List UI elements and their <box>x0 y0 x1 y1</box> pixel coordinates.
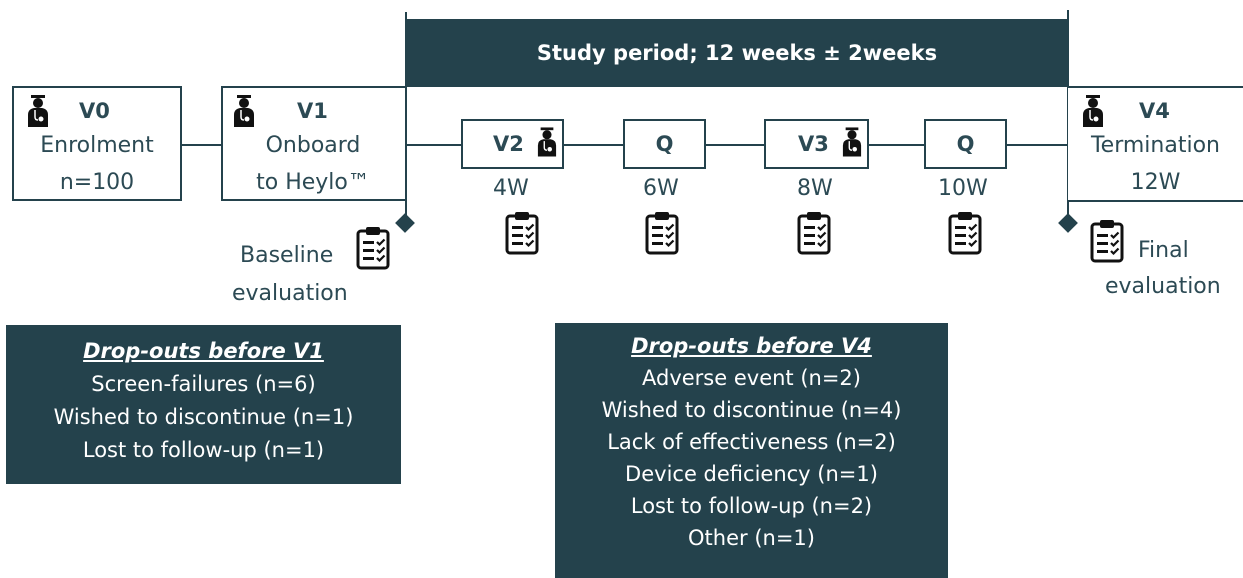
dropouts-v1-panel: Drop-outs before V1 Screen-failures (n=6… <box>6 325 401 484</box>
dropouts-v4-item: Wished to discontinue (n=4) <box>601 398 902 422</box>
dropouts-v4-item: Device deficiency (n=1) <box>625 462 878 486</box>
final-evaluation-label: Final <box>1138 238 1189 263</box>
timeline-connector <box>1006 144 1068 146</box>
clipboard-checklist-icon <box>505 212 539 255</box>
dropouts-v4-item: Other (n=1) <box>688 526 815 550</box>
dropouts-v4-title: Drop-outs before V4 <box>631 334 872 358</box>
dropouts-v1-item: Lost to follow-up (n=1) <box>82 438 325 462</box>
visit-label: to Heylo™ <box>256 170 370 195</box>
clipboard-checklist-icon <box>645 212 679 255</box>
clipboard-checklist-icon <box>356 227 390 270</box>
visit-week: 8W <box>797 176 833 201</box>
dropouts-v4-item: Lost to follow-up (n=2) <box>630 494 873 518</box>
visit-code: V2 <box>493 132 524 156</box>
clipboard-checklist-icon <box>948 212 982 255</box>
questionnaire-box: Q <box>623 119 706 169</box>
dropouts-v1-item: Wished to discontinue (n=1) <box>53 405 354 429</box>
visit-v1-box: V1 Onboard to Heylo™ <box>221 86 407 201</box>
timeline-connector <box>705 144 765 146</box>
visit-week: 6W <box>643 176 679 201</box>
dropouts-v1-item: Screen-failures (n=6) <box>91 372 316 396</box>
dropouts-v4-panel: Drop-outs before V4 Adverse event (n=2) … <box>555 323 948 578</box>
visit-code: Q <box>956 132 975 156</box>
visit-week: 10W <box>938 176 988 201</box>
visit-code: V3 <box>798 132 829 156</box>
doctor-icon <box>28 95 48 127</box>
visit-code: Q <box>655 132 674 156</box>
visit-label: Enrolment <box>40 133 154 158</box>
doctor-icon <box>1083 95 1103 127</box>
visit-v3-box: V3 <box>764 119 869 169</box>
visit-v2-box: V2 <box>461 119 564 169</box>
visit-label: Onboard <box>265 133 361 158</box>
visit-label: 12W <box>1130 170 1181 195</box>
timeline-connector <box>406 144 462 146</box>
dropouts-v1-title: Drop-outs before V1 <box>83 339 324 363</box>
visit-code: V1 <box>297 99 328 123</box>
doctor-icon <box>234 95 254 127</box>
dropouts-v4-item: Lack of effectiveness (n=2) <box>607 430 896 454</box>
final-milestone-marker <box>1058 213 1078 233</box>
study-period-banner: Study period; 12 weeks ± 2weeks <box>406 19 1068 87</box>
clipboard-checklist-icon <box>1090 220 1124 263</box>
visit-code: V0 <box>79 99 110 123</box>
visit-v4-box: V4 Termination 12W <box>1068 86 1243 202</box>
visit-label: n=100 <box>59 170 135 195</box>
timeline-connector <box>563 144 624 146</box>
visit-label: Termination <box>1090 133 1220 158</box>
visit-week: 4W <box>493 176 529 201</box>
dropouts-v4-item: Adverse event (n=2) <box>642 366 861 390</box>
questionnaire-box: Q <box>924 119 1007 169</box>
final-evaluation-label: evaluation <box>1105 274 1221 299</box>
visit-code: V4 <box>1139 99 1170 123</box>
visit-v0-box: V0 Enrolment n=100 <box>12 86 182 201</box>
timeline-connector <box>868 144 925 146</box>
clipboard-checklist-icon <box>797 212 831 255</box>
timeline-connector <box>181 144 222 146</box>
baseline-evaluation-label: evaluation <box>232 281 348 306</box>
doctor-icon <box>537 127 557 157</box>
baseline-milestone-marker <box>395 213 415 233</box>
doctor-icon <box>842 127 862 157</box>
baseline-evaluation-label: Baseline <box>240 243 334 268</box>
